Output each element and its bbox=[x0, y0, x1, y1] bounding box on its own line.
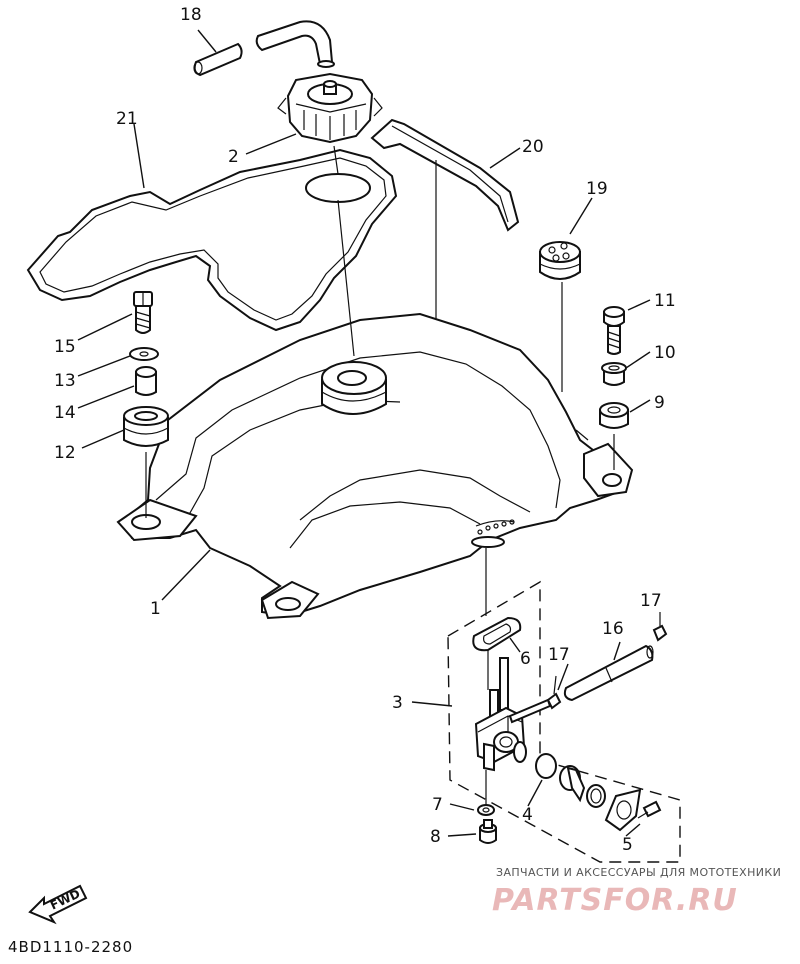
label-14: 14 bbox=[54, 403, 76, 423]
part-15-bolt bbox=[133, 291, 153, 334]
part-17-clip-lower bbox=[546, 675, 562, 710]
label-11: 11 bbox=[654, 291, 676, 311]
watermark-brand: PARTSFOR.RU bbox=[492, 883, 738, 918]
part-10-collar bbox=[601, 362, 627, 386]
label-16: 16 bbox=[602, 619, 624, 639]
part-5-cover-plate bbox=[604, 788, 662, 832]
cap-to-pad-leader bbox=[333, 145, 339, 175]
part-1-fuel-tank bbox=[116, 312, 634, 620]
watermark: ЗАПЧАСТИ И АКСЕССУАРЫ ДЛЯ МОТОТЕХНИКИ PA… bbox=[492, 866, 781, 918]
label-2: 2 bbox=[228, 147, 239, 167]
part-21-pad bbox=[26, 148, 398, 332]
label-13: 13 bbox=[54, 371, 76, 391]
label-9: 9 bbox=[654, 393, 665, 413]
label-20: 20 bbox=[522, 137, 544, 157]
fuel-cock-oring bbox=[586, 784, 606, 808]
label-21: 21 bbox=[116, 109, 138, 129]
part-8-drain-bolt bbox=[479, 819, 497, 844]
label-15: 15 bbox=[54, 337, 76, 357]
part-6-gasket bbox=[472, 548, 522, 690]
leader-lines bbox=[77, 29, 651, 837]
label-17-upper: 17 bbox=[640, 591, 662, 611]
part-7-washer bbox=[477, 804, 495, 816]
part-9-damper bbox=[599, 402, 629, 470]
part-12-damper bbox=[123, 406, 169, 518]
label-6: 6 bbox=[520, 649, 531, 669]
part-16-pipe bbox=[563, 644, 654, 702]
label-19: 19 bbox=[586, 179, 608, 199]
part-11-bolt bbox=[603, 306, 625, 355]
watermark-tagline: ЗАПЧАСТИ И АКСЕССУАРЫ ДЛЯ МОТОТЕХНИКИ bbox=[496, 866, 781, 879]
label-10: 10 bbox=[654, 343, 676, 363]
part-19-damper bbox=[539, 241, 581, 392]
part-14-collar bbox=[135, 366, 157, 396]
part-2-fuel-cap bbox=[277, 72, 383, 144]
label-7: 7 bbox=[432, 795, 443, 815]
part-3-fuel-cock bbox=[474, 657, 552, 808]
part-13-washer bbox=[129, 347, 159, 361]
part-20-strap bbox=[370, 118, 520, 336]
part-4-seal bbox=[513, 741, 557, 779]
part-18-hose bbox=[193, 20, 335, 77]
label-4: 4 bbox=[522, 805, 533, 825]
label-5: 5 bbox=[622, 835, 633, 855]
label-1: 1 bbox=[150, 599, 161, 619]
label-18: 18 bbox=[180, 5, 202, 25]
fuel-cock-lever bbox=[559, 765, 586, 803]
part-3-assembly-frame bbox=[447, 580, 681, 863]
label-17-lower: 17 bbox=[548, 645, 570, 665]
fwd-arrow-icon: FWD bbox=[28, 884, 88, 925]
callout-labels: 18 21 2 20 19 15 13 14 12 11 10 9 1 17 1… bbox=[54, 5, 676, 855]
label-3: 3 bbox=[392, 693, 403, 713]
label-8: 8 bbox=[430, 827, 441, 847]
part-17-clip-upper bbox=[652, 612, 668, 642]
cap-to-tank-leader bbox=[337, 199, 355, 357]
label-12: 12 bbox=[54, 443, 76, 463]
diagram-code: 4BD1110-2280 bbox=[8, 938, 133, 956]
